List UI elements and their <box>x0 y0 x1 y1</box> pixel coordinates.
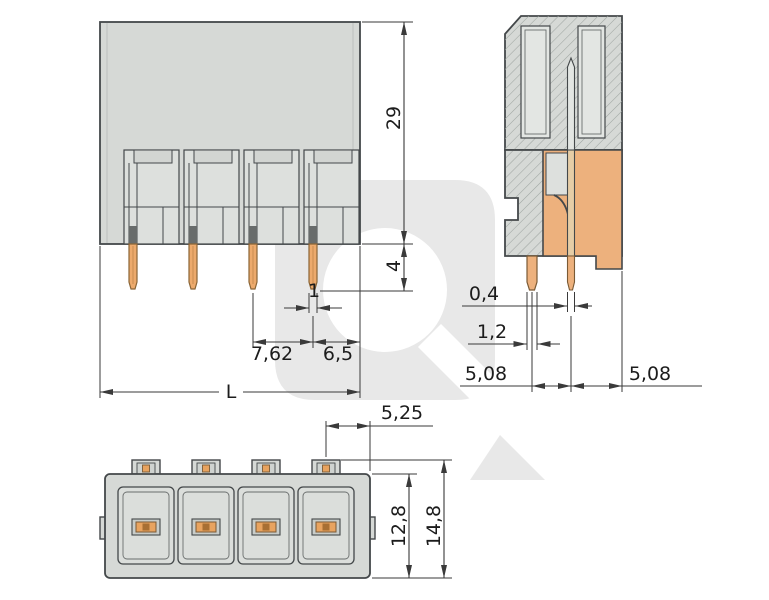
dimension-label-body-depth: 12,8 <box>388 505 410 547</box>
side-view-spring-chamber <box>545 152 569 196</box>
dimension-leg-width: 1,2 <box>468 292 560 350</box>
dimension-total-length: L <box>99 246 361 403</box>
dimension-pitch-right: 5,08 <box>571 271 702 392</box>
dimension-label-pin-edge-offset: 5,25 <box>381 402 423 424</box>
dimension-pin-thickness: 0,4 <box>462 283 592 312</box>
side-view-dimensions: 0,4 1,2 5,08 5,08 <box>460 271 702 392</box>
dimension-pin-length: 4 <box>320 244 413 292</box>
side-view-solder-leg <box>526 255 538 291</box>
dimension-pitch-left: 5,08 <box>460 292 572 392</box>
side-view-cavity-left <box>520 25 551 139</box>
dimension-pin-width: 1 <box>284 280 342 313</box>
side-view-contact-pin-middle <box>566 149 576 257</box>
side-view-cavity-right <box>577 25 606 139</box>
bottom-view <box>99 459 376 579</box>
side-view-contact-pin-lower <box>566 255 576 291</box>
dimension-label-total-depth: 14,8 <box>423 505 445 547</box>
dimension-label-height: 29 <box>383 106 405 130</box>
front-view-dimensions: 29 4 1 7,62 6,5 <box>99 21 413 403</box>
dimension-housing-height: 29 <box>362 21 413 245</box>
dimension-total-depth: 14,8 <box>341 459 452 578</box>
bottom-view-latches <box>131 459 341 475</box>
dimension-label-total-length: L <box>226 381 237 403</box>
dimension-label-pitch-right: 5,08 <box>629 363 671 385</box>
front-view <box>99 21 361 290</box>
dimension-body-depth: 12,8 <box>372 473 452 579</box>
side-view <box>504 15 623 291</box>
dimension-label-pitch: 7,62 <box>251 343 293 365</box>
dimension-label-pitch-left: 5,08 <box>465 363 507 385</box>
dimension-pin-edge-offset: 5,25 <box>325 402 433 471</box>
dimension-pin-pitch: 7,62 <box>251 293 314 365</box>
dimension-label-pin-width: 1 <box>308 280 320 302</box>
dimension-label-pin-length: 4 <box>383 260 405 272</box>
dimension-label-edge-offset: 6,5 <box>323 343 353 365</box>
dimension-edge-offset: 6,5 <box>313 339 360 365</box>
side-view-contact-pin-upper <box>566 56 576 151</box>
bottom-view-dimensions: 5,25 12,8 14,8 <box>325 402 452 579</box>
dimension-label-leg-width: 1,2 <box>477 321 507 343</box>
dimension-label-pin-thickness: 0,4 <box>469 283 499 305</box>
